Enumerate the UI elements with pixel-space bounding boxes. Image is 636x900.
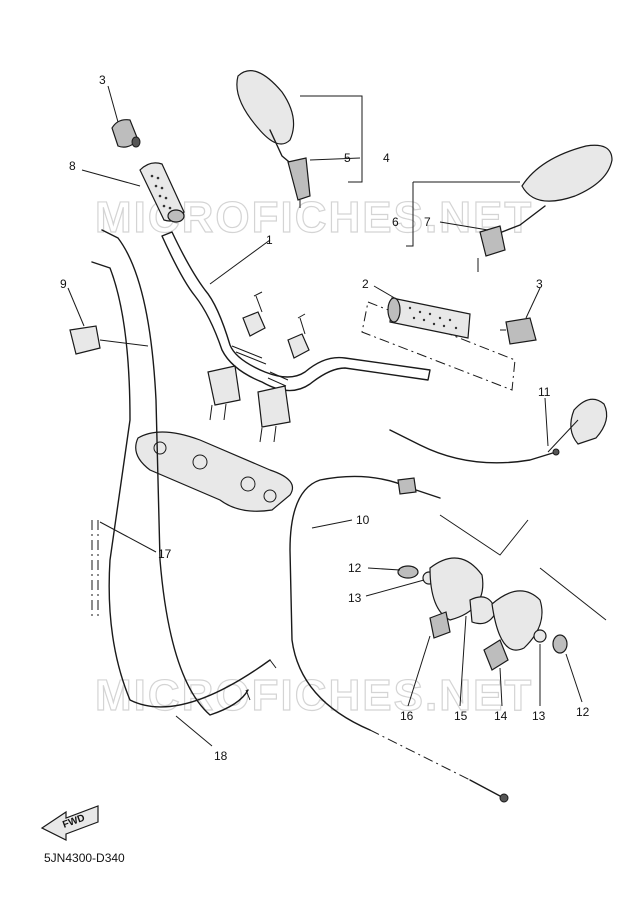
drawing-code: 5JN4300-D340 (44, 851, 125, 865)
callout-6: 6 (392, 215, 399, 229)
handlebar-holder (207, 291, 310, 443)
cable-clamp (69, 325, 101, 355)
mirror-left (236, 70, 311, 208)
throttle-mechanism (397, 514, 607, 671)
callout-2: 2 (362, 277, 369, 291)
callout-16: 16 (400, 709, 414, 723)
callout-12-left: 12 (348, 561, 362, 575)
callout-12-right: 12 (576, 705, 590, 719)
watermark-bottom: MICROFICHES.NET (95, 671, 533, 720)
callout-3-left: 3 (99, 73, 106, 87)
callout-8: 8 (69, 159, 76, 173)
callout-3-right: 3 (536, 277, 543, 291)
handlebar (161, 231, 431, 392)
callouts: 3 8 1 5 4 6 7 2 3 11 9 10 12 13 17 18 16… (60, 73, 590, 763)
callout-17: 17 (158, 547, 172, 561)
mirror-right (477, 144, 613, 272)
grip-right (361, 297, 516, 391)
fwd-arrow: FWD (40, 805, 99, 841)
callout-4: 4 (383, 151, 390, 165)
leader-lines (67, 85, 583, 747)
callout-1: 1 (266, 233, 273, 247)
grip-left (139, 162, 185, 223)
callout-7: 7 (424, 215, 431, 229)
callout-9: 9 (60, 277, 67, 291)
throttle-cable (289, 475, 509, 803)
callout-15: 15 (454, 709, 468, 723)
callout-10: 10 (356, 513, 370, 527)
callout-13-right: 13 (532, 709, 546, 723)
callout-11: 11 (538, 385, 551, 399)
grip-end-right (500, 317, 537, 345)
callout-14: 14 (494, 709, 508, 723)
callout-18: 18 (214, 749, 228, 763)
callout-5: 5 (344, 151, 351, 165)
callout-13-left: 13 (348, 591, 362, 605)
grip-end-left (111, 119, 141, 148)
throttle-housing (389, 398, 608, 464)
clutch-cable (91, 229, 277, 716)
lower-bracket (135, 431, 294, 512)
